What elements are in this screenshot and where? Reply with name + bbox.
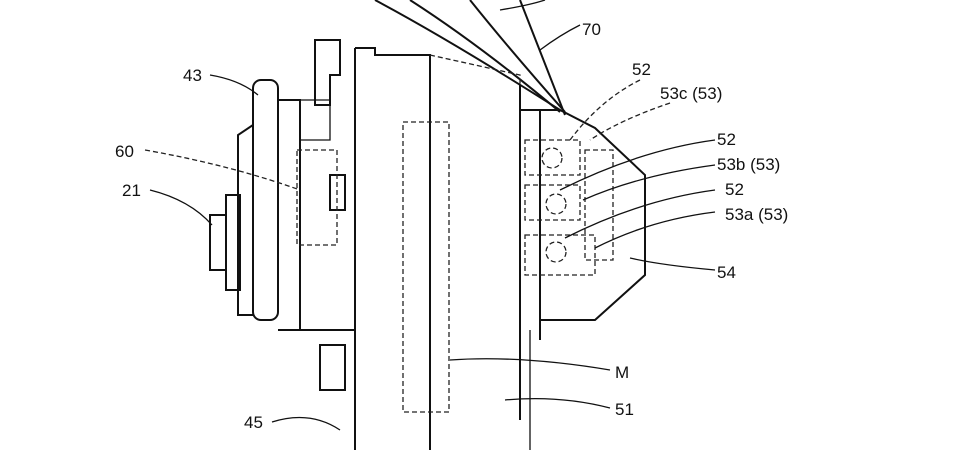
output-shaft-21 <box>209 194 241 291</box>
label-53a: 53a (53) <box>725 205 788 224</box>
label-53c: 53c (53) <box>660 84 722 103</box>
label-M: M <box>615 363 629 382</box>
reduction-gear-43 <box>237 79 355 391</box>
label-43: 43 <box>183 66 202 85</box>
label-45: 45 <box>244 413 263 432</box>
label-54: 54 <box>717 263 736 282</box>
label-53b: 53b (53) <box>717 155 780 174</box>
label-51: 51 <box>615 400 634 419</box>
label-70: 70 <box>582 20 601 39</box>
label-60: 60 <box>115 142 134 161</box>
label-21: 21 <box>122 181 141 200</box>
cable-bundle-70 <box>374 0 566 116</box>
label-52-top: 52 <box>632 60 651 79</box>
label-52-mid: 52 <box>717 130 736 149</box>
motor-body-M <box>300 39 521 450</box>
label-52-low: 52 <box>725 180 744 199</box>
inverter-case-54 <box>519 85 646 450</box>
leader-lines <box>144 24 716 431</box>
reference-labels: 70 52 53c (53) 52 53b (53) 52 53a (53) 5… <box>115 20 788 432</box>
